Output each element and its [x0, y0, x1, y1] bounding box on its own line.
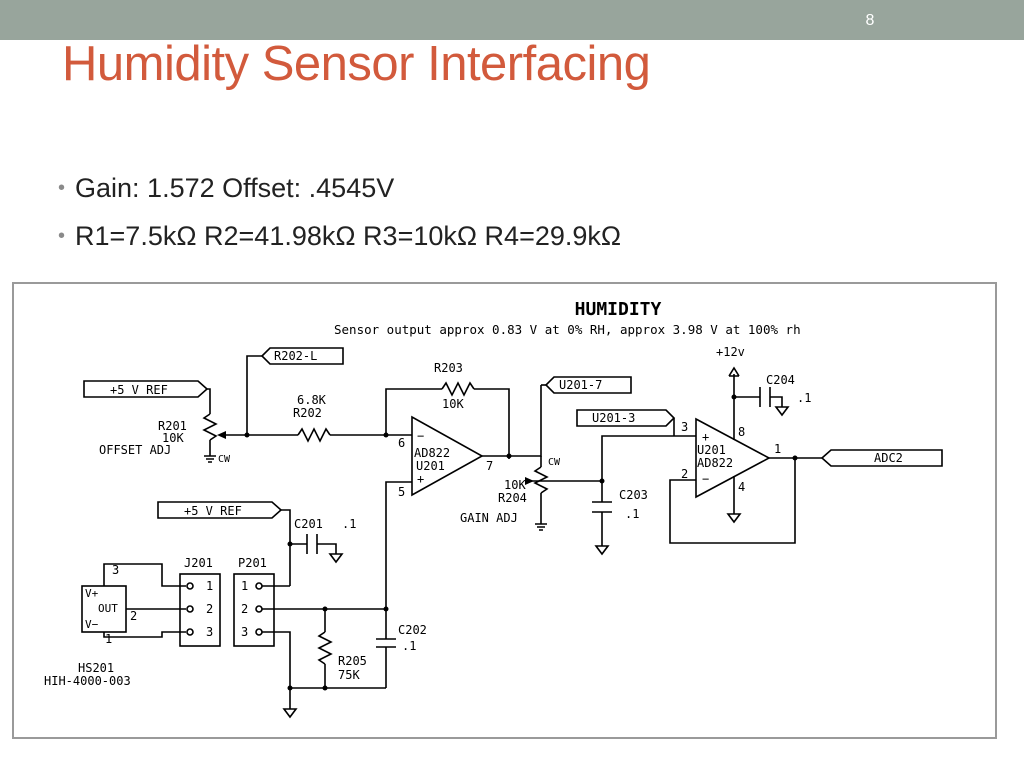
- c204-name: C204: [766, 373, 795, 387]
- bullet-resistors: • R1=7.5kΩ R2=41.98kΩ R3=10kΩ R4=29.9kΩ: [58, 216, 621, 264]
- amp2-pin3: 3: [681, 420, 688, 434]
- r205-value: 75K: [338, 668, 360, 682]
- bullet-dot-icon: •: [58, 177, 66, 199]
- supply-label: +12v: [716, 345, 745, 359]
- gain-adj-label: GAIN ADJ: [460, 511, 518, 525]
- hs-pin3: 3: [112, 563, 119, 577]
- hs-vplus: V+: [85, 587, 99, 600]
- amp1-ref: U201: [416, 459, 445, 473]
- r201-offset-pot: R201 10K OFFSET ADJ CW: [99, 388, 231, 465]
- amp1-pin7: 7: [486, 459, 493, 473]
- amp2-ref: U201: [697, 443, 726, 457]
- port-label: U201-3: [592, 411, 635, 425]
- slide-number: 8: [865, 12, 875, 29]
- port-ref5v-bottom: +5 V REF: [157, 501, 283, 519]
- opamp-u201-b: + U201 AD822 − 3 2 8 4 1: [681, 417, 781, 499]
- amp1-pin6: 6: [398, 436, 405, 450]
- r205-name: R205: [338, 654, 367, 668]
- bullet-list: • Gain: 1.572 Offset: .4545V • R1=7.5kΩ R2…: [58, 168, 621, 264]
- r204-cw: CW: [548, 457, 561, 468]
- amp2-pin4: 4: [738, 480, 745, 494]
- amp1-part: AD822: [414, 446, 450, 460]
- hs-pin1: 1: [105, 632, 112, 646]
- port-label: ADC2: [874, 451, 903, 465]
- r204-gain-pot: 10K R204 GAIN ADJ CW: [460, 384, 561, 531]
- schematic-frame: HUMIDITY Sensor output approx 0.83 V at …: [12, 282, 997, 739]
- r202-name: R202: [293, 406, 322, 420]
- amp1-minus: −: [417, 429, 424, 443]
- r202-value: 6.8K: [297, 393, 327, 407]
- p201-pin2: 2: [241, 602, 248, 616]
- j201-label: J201: [184, 556, 213, 570]
- opamp-u201-a: − AD822 U201 + 6 5 7: [398, 415, 493, 499]
- port-ref5v-top: +5 V REF: [83, 380, 209, 398]
- port-label: U201-7: [559, 378, 602, 392]
- schematic-title: HUMIDITY: [575, 299, 662, 320]
- c203-name: C203: [619, 488, 648, 502]
- slide-top-bar: 8: [0, 0, 1024, 40]
- j201-pin3: 3: [206, 625, 213, 639]
- amp2-minus: −: [702, 472, 709, 486]
- amp2-part: AD822: [697, 456, 733, 470]
- p201-pin3: 3: [241, 625, 248, 639]
- c202-name: C202: [398, 623, 427, 637]
- p201-label: P201: [238, 556, 267, 570]
- bullet-dot-icon: •: [58, 225, 66, 247]
- c201-value: .1: [342, 517, 356, 531]
- port-u201-3: U201-3: [576, 409, 676, 427]
- r201-value: 10K: [162, 431, 184, 445]
- c203-value: .1: [625, 507, 639, 521]
- c203-capacitor: C203 .1: [592, 488, 648, 556]
- humidity-schematic: HUMIDITY Sensor output approx 0.83 V at …: [44, 299, 943, 719]
- hs-out: OUT: [98, 602, 118, 615]
- port-label: +5 V REF: [184, 504, 242, 518]
- c202-value: .1: [402, 639, 416, 653]
- amp2-plus: +: [702, 430, 709, 444]
- port-r202l: R202-L: [260, 347, 344, 365]
- c201-name: C201: [294, 517, 323, 531]
- bullet-text: Gain: 1.572 Offset: .4545V: [75, 173, 395, 203]
- port-label: R202-L: [274, 349, 317, 363]
- hs-name: HS201: [78, 661, 114, 675]
- c204-capacitor: C204 .1: [734, 373, 811, 417]
- schematic-subtitle: Sensor output approx 0.83 V at 0% RH, ap…: [334, 322, 801, 337]
- r201-cw: CW: [218, 454, 231, 465]
- port-label: +5 V REF: [110, 383, 168, 397]
- r204-name: R204: [498, 491, 527, 505]
- amp2-pin8: 8: [738, 425, 745, 439]
- p201-connector: P201 1 2 3: [233, 556, 275, 647]
- c204-value: .1: [797, 391, 811, 405]
- port-adc2: ADC2: [820, 449, 943, 467]
- c202-capacitor: C202 .1: [376, 609, 427, 688]
- j201-pin2: 2: [206, 602, 213, 616]
- j201-pin1: 1: [206, 579, 213, 593]
- slide-title: Humidity Sensor Interfacing: [62, 37, 651, 91]
- hs-part: HIH-4000-003: [44, 674, 131, 688]
- amp2-pin2: 2: [681, 467, 688, 481]
- hs-pin2: 2: [130, 609, 137, 623]
- r203-name: R203: [434, 361, 463, 375]
- r204-value: 10K: [504, 478, 526, 492]
- hs201-sensor: V+ OUT V− 3 2 1 HS201 HIH-4000-003: [44, 563, 137, 688]
- amp2-pin1: 1: [774, 442, 781, 456]
- p201-pin1: 1: [241, 579, 248, 593]
- amp1-pin5: 5: [398, 485, 405, 499]
- offset-adj-label: OFFSET ADJ: [99, 443, 171, 457]
- r205-resistor: R205 75K: [317, 609, 367, 688]
- j201-connector: J201 1 2 3: [179, 556, 221, 647]
- c201-capacitor: C201 .1: [290, 517, 356, 564]
- amp1-plus: +: [417, 472, 424, 486]
- r201-name: R201: [158, 419, 187, 433]
- r203-value: 10K: [442, 397, 464, 411]
- port-u201-7: U201-7: [544, 376, 632, 394]
- bullet-text: R1=7.5kΩ R2=41.98kΩ R3=10kΩ R4=29.9kΩ: [75, 221, 622, 251]
- bullet-gain-offset: • Gain: 1.572 Offset: .4545V: [58, 168, 621, 216]
- hs-vminus: V−: [85, 618, 99, 631]
